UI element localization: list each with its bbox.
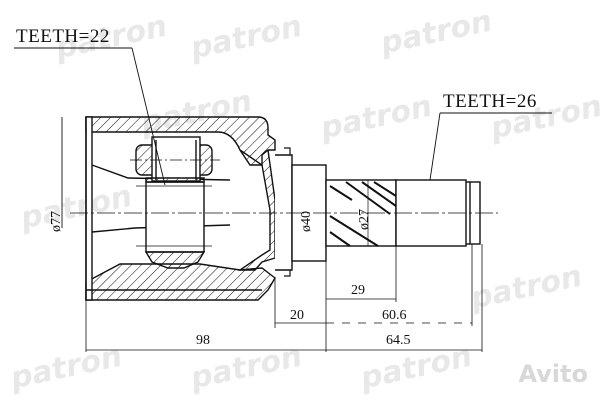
leader-teeth-26 [429,112,441,181]
teeth-26-callout: TEETH=26 [443,91,537,112]
spline-length-label: 29 [351,283,365,298]
avito-watermark: Avito [518,360,588,388]
spline-diameter-label: ø27 [357,209,372,230]
teeth-22-callout: TEETH=22 [16,26,110,47]
leader-teeth-22 [131,47,166,186]
tripod-hub [145,181,205,253]
housing-end-wall [237,149,276,271]
stub-length-label: 60.6 [382,308,407,323]
flange [275,154,293,271]
shoulder-length-label: 20 [290,308,304,323]
housing-length-label: 98 [196,333,210,348]
housing-bottom-wall [85,263,276,301]
flange-diameter-label: ø40 [299,211,314,232]
spline-teeth [329,181,397,247]
shaft-total-label: 64.5 [386,333,411,348]
outer-diameter-label: ø77 [49,211,64,232]
